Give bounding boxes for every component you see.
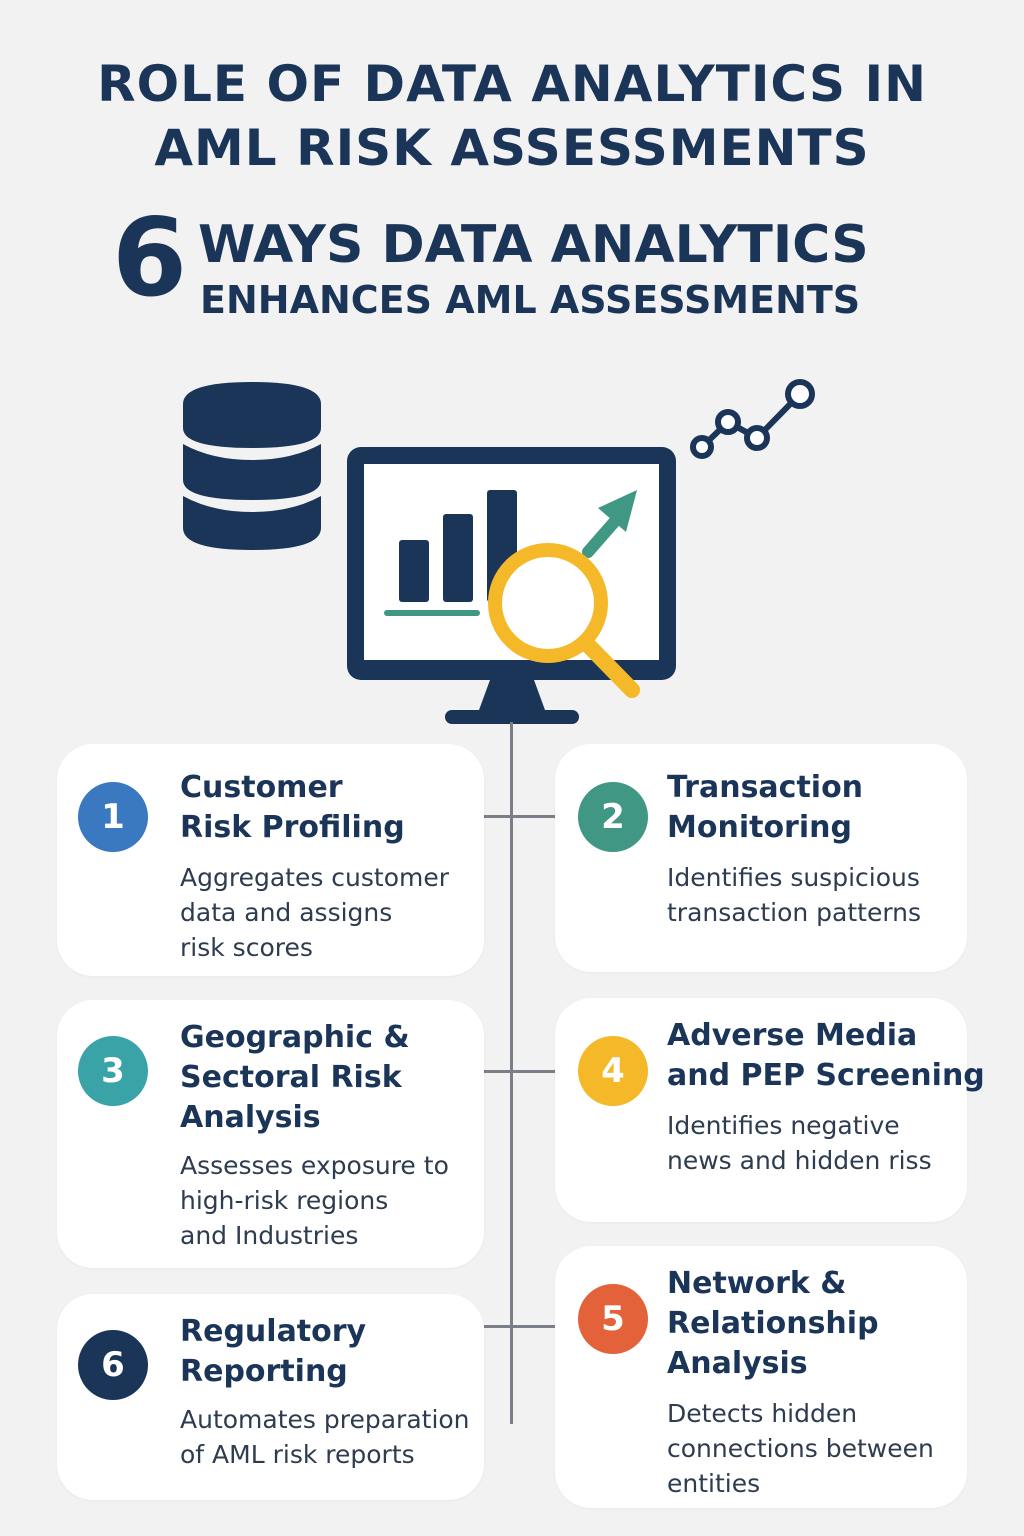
card-title-1: Customer Risk Profiling <box>180 770 405 845</box>
connector-6 <box>484 1325 512 1328</box>
card-desc-4: Identifies negative news and hidden riss <box>667 1111 932 1175</box>
page-title-line-1: ROLE OF DATA ANALYTICS IN <box>97 55 927 113</box>
hero-illustration <box>183 379 815 724</box>
network-nodes-icon <box>690 379 815 459</box>
card-desc-5: Detects hidden connections between entit… <box>667 1399 934 1498</box>
card-title-5: Network & Relationship Analysis <box>667 1266 879 1381</box>
card-regulatory-reporting <box>57 1294 484 1500</box>
step-badge-5: 5 <box>578 1284 648 1354</box>
step-badge-3: 3 <box>78 1036 148 1106</box>
connector-3 <box>484 1070 512 1073</box>
card-title-4: Adverse Media and PEP Screening <box>667 1018 985 1093</box>
card-desc-1: Aggregates customer data and assigns ris… <box>180 863 450 962</box>
trend-up-arrow-icon <box>582 490 637 558</box>
card-title-6: Regulatory Reporting <box>180 1314 367 1389</box>
step-badge-4: 4 <box>578 1036 648 1106</box>
connector-1 <box>484 815 512 818</box>
timeline-line <box>510 722 513 1424</box>
database-icon <box>183 382 321 550</box>
page-title-line-2: AML RISK ASSESSMENTS <box>154 119 870 177</box>
card-title-2: Transaction Monitoring <box>667 770 864 845</box>
subtitle-line-2: ENHANCES AML ASSESSMENTS <box>200 278 861 322</box>
card-customer-risk-profiling <box>57 744 484 976</box>
ways-count: 6 <box>112 196 188 321</box>
card-desc-3: Assesses exposure to high-risk regions a… <box>180 1151 449 1250</box>
card-desc-2: Identifies suspicious transaction patter… <box>667 863 922 927</box>
page-title: ROLE OF DATA ANALYTICS IN AML RISK ASSES… <box>0 52 1024 180</box>
card-transaction-monitoring <box>555 744 967 972</box>
connector-2 <box>511 815 555 818</box>
step-badge-1: 1 <box>78 782 148 852</box>
magnifying-glass-icon <box>488 543 640 698</box>
card-title-3: Geographic & Sectoral Risk Analysis <box>180 1020 410 1135</box>
step-badge-6: 6 <box>78 1330 148 1400</box>
card-desc-6: Automates preparation of AML risk report… <box>180 1405 470 1469</box>
connector-4 <box>511 1070 555 1073</box>
card-adverse-media-pep <box>555 998 967 1222</box>
subtitle: 6 WAYS DATA ANALYTICS ENHANCES AML ASSES… <box>112 204 932 323</box>
connector-5 <box>511 1325 555 1328</box>
subtitle-line-1: WAYS DATA ANALYTICS <box>198 215 869 275</box>
step-badge-2: 2 <box>578 782 648 852</box>
